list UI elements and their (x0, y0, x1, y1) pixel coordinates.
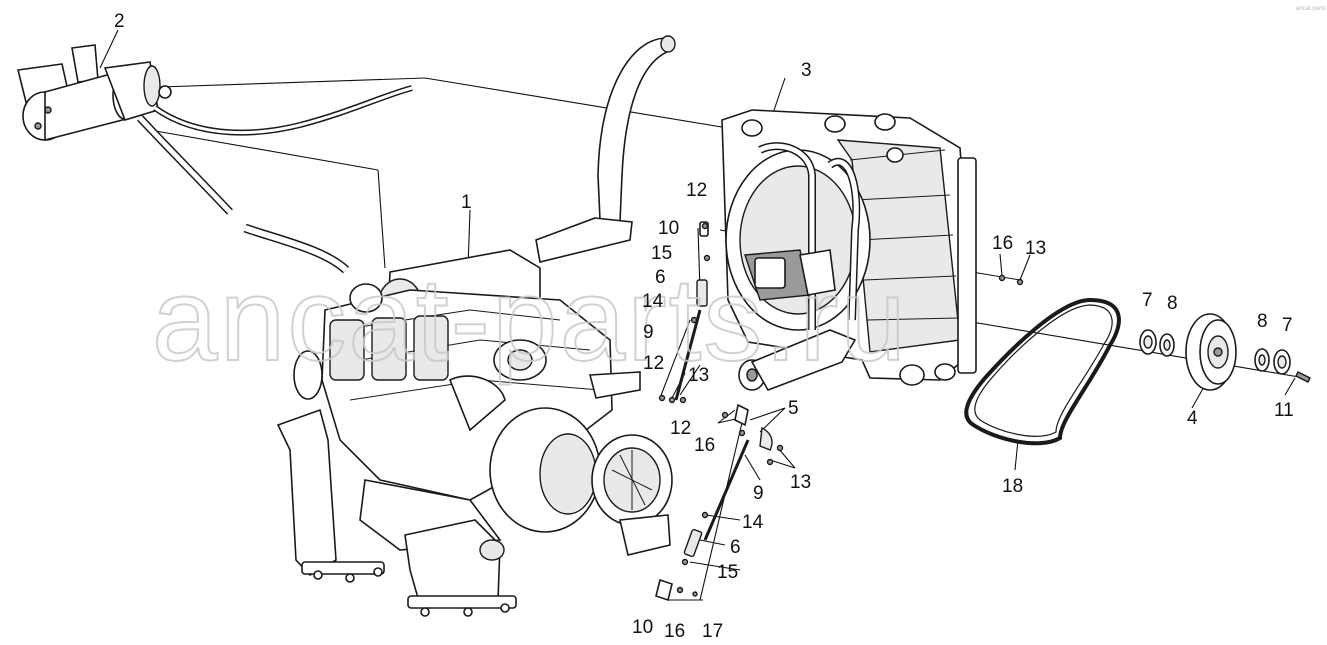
callout-6: 6 (730, 537, 741, 558)
callout-15: 15 (651, 243, 672, 264)
callout-6: 6 (655, 267, 666, 288)
callout-7: 7 (1142, 290, 1153, 311)
callout-2: 2 (114, 11, 125, 32)
part-18-belt (964, 297, 1121, 446)
corner-mark: ancat parts (1296, 6, 1326, 12)
tie-rod-upper (658, 221, 711, 404)
callout-16: 16 (992, 233, 1013, 254)
watermark: ancat-parts.ru (152, 254, 908, 386)
part-2-tank (17, 44, 172, 142)
assembly-lines (99, 29, 1306, 601)
exhaust-pipe (535, 35, 676, 263)
washers (1139, 329, 1311, 383)
callout-14: 14 (742, 512, 764, 533)
callout-8: 8 (1167, 293, 1178, 314)
callout-4: 4 (1187, 408, 1198, 429)
callout-16: 16 (664, 621, 685, 642)
callout-10: 10 (632, 617, 653, 638)
callout-12: 12 (686, 180, 707, 201)
callout-11: 11 (1274, 400, 1294, 421)
callouts: 2 3 1 12 10 15 6 14 9 12 13 16 13 7 8 8 … (114, 11, 1294, 642)
callout-9: 9 (643, 322, 654, 343)
callout-13: 13 (1025, 238, 1046, 259)
callout-5: 5 (788, 398, 799, 419)
callout-3: 3 (801, 60, 812, 81)
callout-1: 1 (461, 192, 472, 213)
callout-15: 15 (717, 562, 738, 583)
callout-12: 12 (643, 353, 664, 374)
callout-10: 10 (658, 218, 679, 239)
hoses (137, 85, 413, 274)
callout-13: 13 (790, 472, 811, 493)
callout-18: 18 (1002, 476, 1023, 497)
callout-8: 8 (1257, 311, 1268, 332)
callout-13: 13 (688, 365, 709, 386)
callout-14: 14 (642, 291, 664, 312)
callout-9: 9 (753, 483, 764, 504)
part-4-pulley (1185, 313, 1237, 391)
callout-16: 16 (694, 435, 715, 456)
tie-rod-lower (655, 274, 1024, 602)
callout-12: 12 (670, 418, 691, 439)
part-3-radiator (721, 109, 977, 391)
callout-17: 17 (702, 621, 723, 642)
part-18-belt-inner (974, 304, 1113, 437)
callout-7: 7 (1282, 315, 1293, 336)
part-1-engine (276, 249, 673, 617)
